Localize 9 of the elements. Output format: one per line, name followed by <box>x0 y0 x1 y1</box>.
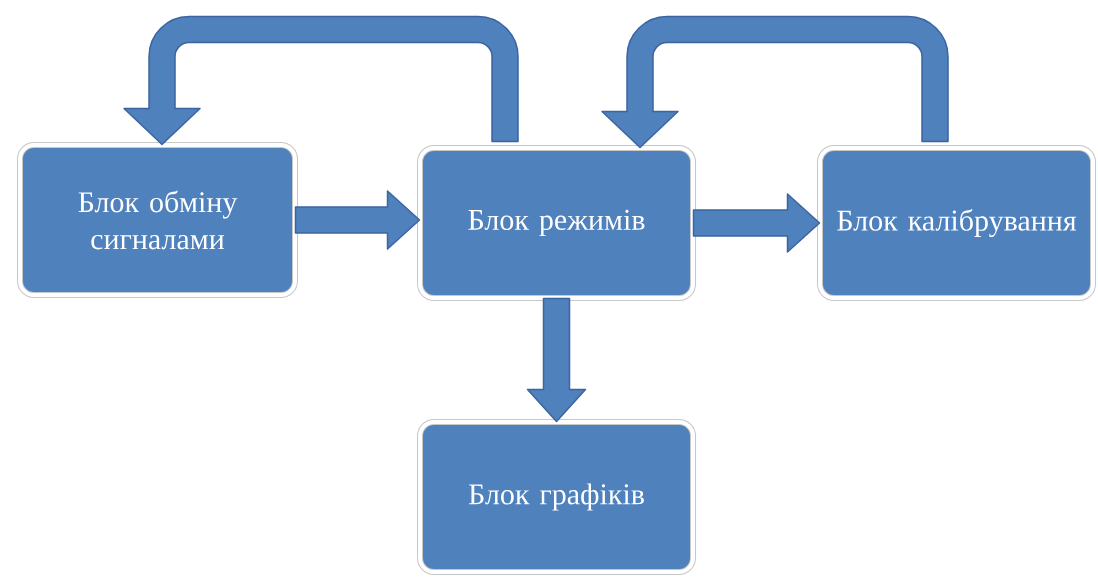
process-box: Блок режимів <box>417 145 696 301</box>
arrow <box>123 15 519 146</box>
process-box: Блок обміну сигналами <box>17 142 298 298</box>
arrow <box>601 15 949 149</box>
process-box: Блок калібрування <box>817 145 1096 301</box>
arrow <box>692 193 821 253</box>
arrow <box>526 297 587 423</box>
process-box: Блок графіків <box>417 419 696 575</box>
arrow <box>294 190 421 250</box>
